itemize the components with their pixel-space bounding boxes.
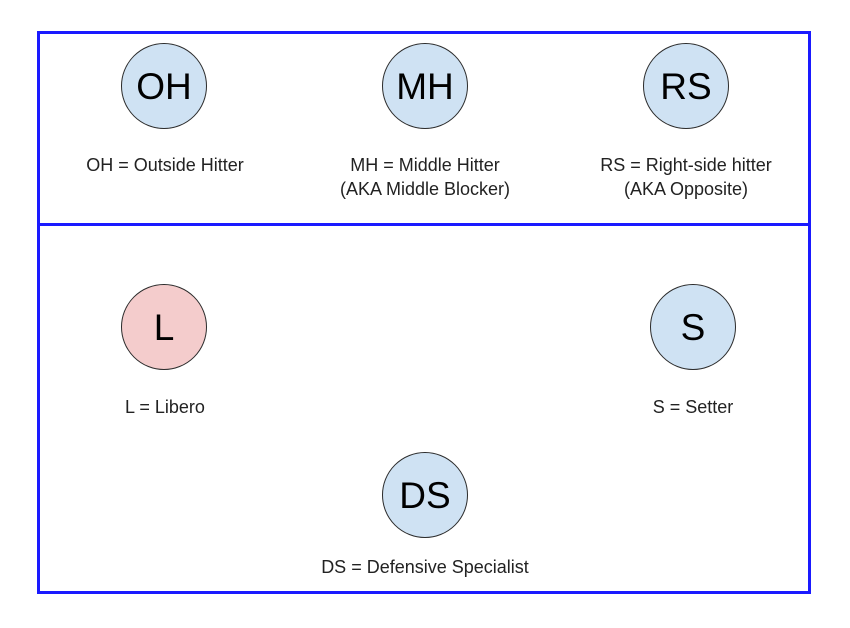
middle-hitter-label: MH = Middle Hitter bbox=[350, 155, 500, 175]
libero-caption: L = Libero bbox=[15, 395, 315, 419]
defensive-specialist-label: DS = Defensive Specialist bbox=[321, 557, 529, 577]
outside-hitter-caption: OH = Outside Hitter bbox=[15, 153, 315, 177]
middle-hitter-aka: (AKA Middle Blocker) bbox=[339, 179, 511, 199]
defensive-specialist-circle: DS bbox=[382, 452, 468, 538]
defensive-specialist-abbr: DS bbox=[399, 474, 451, 516]
outside-hitter-label: OH = Outside Hitter bbox=[86, 155, 244, 175]
right-side-hitter-abbr: RS bbox=[660, 65, 712, 107]
right-side-hitter-aka: (AKA Opposite) bbox=[623, 179, 749, 199]
setter-abbr: S bbox=[680, 306, 706, 348]
defensive-specialist-caption: DS = Defensive Specialist bbox=[275, 555, 575, 579]
setter-caption: S = Setter bbox=[543, 395, 843, 419]
right-side-hitter-label: RS = Right-side hitter bbox=[600, 155, 772, 175]
setter-label: S = Setter bbox=[652, 397, 734, 417]
libero-circle: L bbox=[121, 284, 207, 370]
setter-circle: S bbox=[650, 284, 736, 370]
outside-hitter-abbr: OH bbox=[136, 65, 192, 107]
middle-hitter-abbr: MH bbox=[396, 65, 454, 107]
middle-hitter-circle: MH bbox=[382, 43, 468, 129]
libero-abbr: L bbox=[153, 306, 175, 348]
net-divider-line bbox=[37, 223, 811, 226]
court-boundary bbox=[37, 31, 811, 594]
libero-label: L = Libero bbox=[125, 397, 205, 417]
right-side-hitter-caption: RS = Right-side hitter (AKA Opposite) bbox=[536, 153, 836, 201]
outside-hitter-circle: OH bbox=[121, 43, 207, 129]
middle-hitter-caption: MH = Middle Hitter (AKA Middle Blocker) bbox=[275, 153, 575, 201]
right-side-hitter-circle: RS bbox=[643, 43, 729, 129]
